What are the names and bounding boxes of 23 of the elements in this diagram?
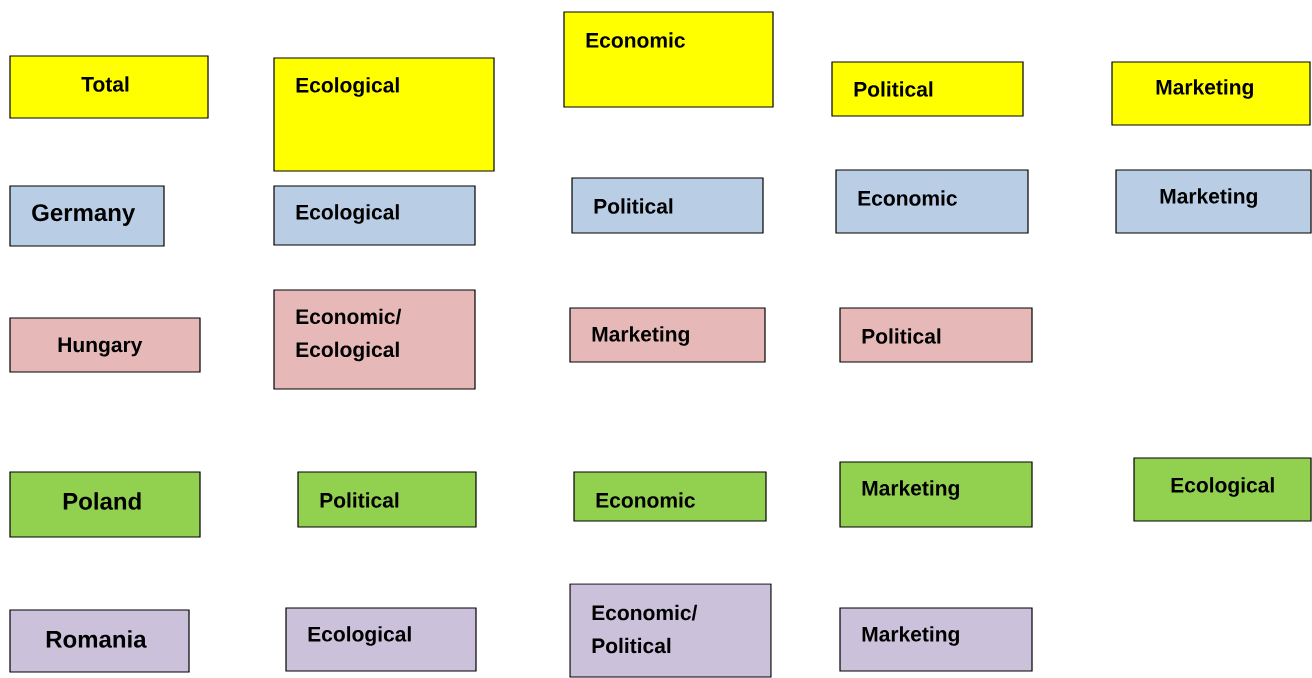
- label-box: Germany: [9, 185, 165, 247]
- label-box: Ecological: [285, 607, 477, 672]
- label-box: Marketing: [1115, 169, 1312, 234]
- label-box: Romania: [9, 609, 190, 673]
- label-box: Economic/ Ecological: [273, 289, 476, 390]
- label-box: Political: [297, 471, 477, 528]
- label-box: Ecological: [273, 185, 476, 246]
- label-box: Economic/ Political: [569, 583, 772, 678]
- label-box: Marketing: [839, 461, 1033, 528]
- label-box: Poland: [9, 471, 201, 538]
- label-box: Economic: [563, 11, 774, 108]
- label-box: Economic: [573, 471, 767, 522]
- label-box: Economic: [835, 169, 1029, 234]
- label-box: Marketing: [839, 607, 1033, 672]
- label-box: Political: [831, 61, 1024, 117]
- label-box: Ecological: [273, 57, 495, 172]
- label-box: Total: [9, 55, 209, 119]
- label-box: Marketing: [569, 307, 766, 363]
- label-box: Hungary: [9, 317, 201, 373]
- label-box: Marketing: [1111, 61, 1311, 126]
- label-box: Political: [571, 177, 764, 234]
- label-box: Political: [839, 307, 1033, 363]
- label-box: Ecological: [1133, 457, 1312, 522]
